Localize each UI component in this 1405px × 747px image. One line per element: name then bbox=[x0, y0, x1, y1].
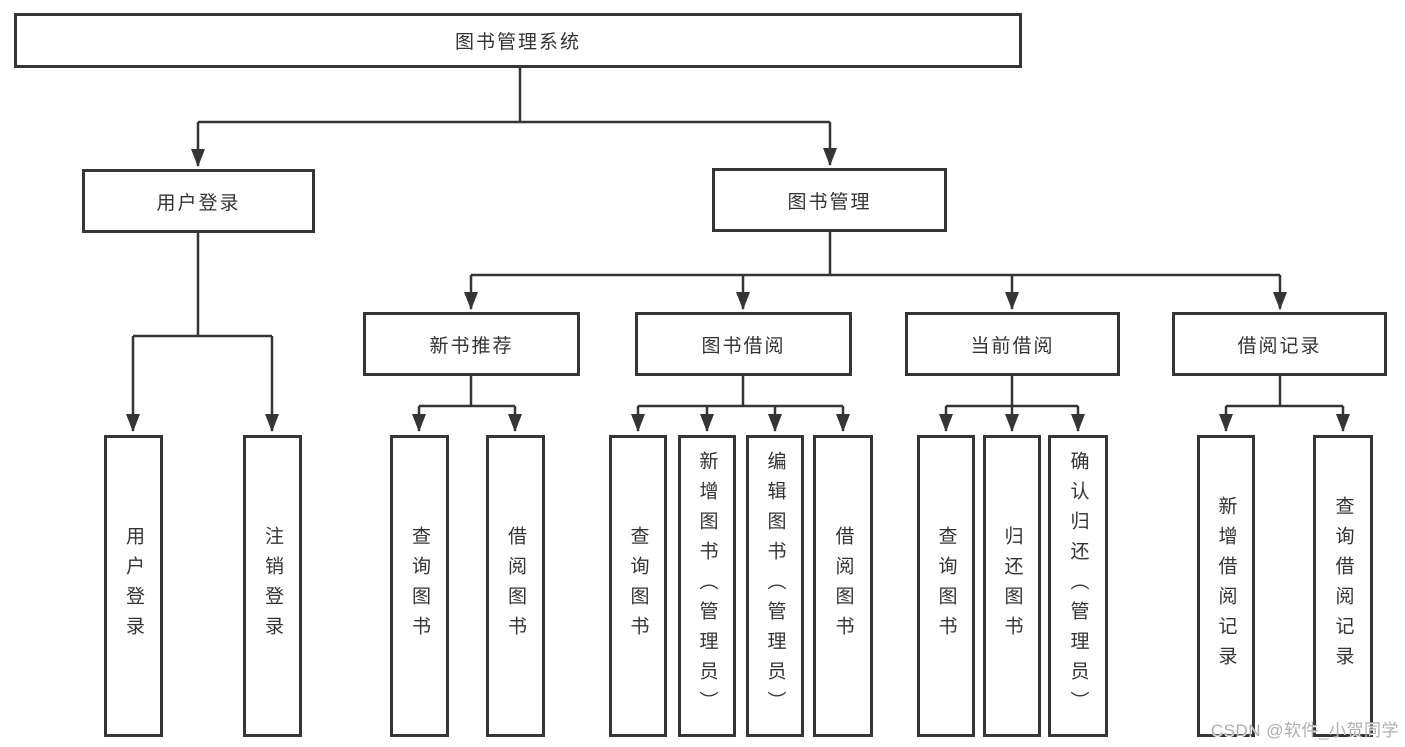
leaf-label: 查询借阅记录 bbox=[1332, 496, 1354, 676]
csdn-watermark: CSDN @软件_小贺同学 bbox=[1210, 721, 1399, 740]
node-book-management-system: 图书管理系统 bbox=[14, 13, 1022, 68]
leaf-label: 借阅图书 bbox=[832, 526, 854, 646]
leaf-borrow-books-recommend: 借阅图书 bbox=[486, 435, 545, 737]
leaf-confirm-return-admin: 确认归还（管理员） bbox=[1048, 435, 1108, 737]
leaf-label: 归还图书 bbox=[1001, 526, 1023, 646]
node-book-management: 图书管理 bbox=[712, 168, 947, 232]
node-current-borrowing: 当前借阅 bbox=[905, 312, 1120, 376]
leaf-edit-books-admin: 编辑图书（管理员） bbox=[746, 435, 804, 737]
leaf-query-books-borrow: 查询图书 bbox=[609, 435, 667, 737]
node-book-borrowing: 图书借阅 bbox=[635, 312, 852, 376]
leaf-label: 用户登录 bbox=[123, 526, 144, 646]
leaf-label: 编辑图书（管理员） bbox=[764, 451, 786, 721]
node-label: 图书管理系统 bbox=[454, 32, 581, 53]
node-label: 当前借阅 bbox=[970, 335, 1055, 357]
node-new-book-recommendation: 新书推荐 bbox=[363, 312, 580, 376]
leaf-borrow-books: 借阅图书 bbox=[813, 435, 873, 737]
leaf-label: 查询图书 bbox=[409, 526, 430, 646]
node-label: 图书管理 bbox=[787, 191, 872, 213]
leaf-return-books: 归还图书 bbox=[983, 435, 1041, 737]
leaf-query-borrow-record: 查询借阅记录 bbox=[1313, 435, 1373, 737]
node-user-login: 用户登录 bbox=[82, 169, 315, 233]
node-label: 新书推荐 bbox=[429, 335, 514, 357]
leaf-add-books-admin: 新增图书（管理员） bbox=[678, 435, 736, 737]
leaf-label: 查询图书 bbox=[935, 526, 957, 646]
node-label: 图书借阅 bbox=[701, 335, 786, 357]
leaf-label: 注销登录 bbox=[262, 526, 283, 646]
leaf-label: 新增借阅记录 bbox=[1215, 496, 1237, 676]
leaf-add-borrow-record: 新增借阅记录 bbox=[1197, 435, 1255, 737]
leaf-user-login: 用户登录 bbox=[104, 435, 163, 737]
node-label: 用户登录 bbox=[156, 192, 241, 214]
leaf-label: 确认归还（管理员） bbox=[1067, 451, 1089, 721]
leaf-query-books-current: 查询图书 bbox=[917, 435, 975, 737]
leaf-logout: 注销登录 bbox=[243, 435, 302, 737]
leaf-label: 查询图书 bbox=[627, 526, 649, 646]
node-label: 借阅记录 bbox=[1237, 335, 1322, 357]
node-borrowing-records: 借阅记录 bbox=[1172, 312, 1387, 376]
leaf-label: 借阅图书 bbox=[505, 526, 526, 646]
leaf-label: 新增图书（管理员） bbox=[696, 451, 718, 721]
leaf-query-books-recommend: 查询图书 bbox=[390, 435, 449, 737]
